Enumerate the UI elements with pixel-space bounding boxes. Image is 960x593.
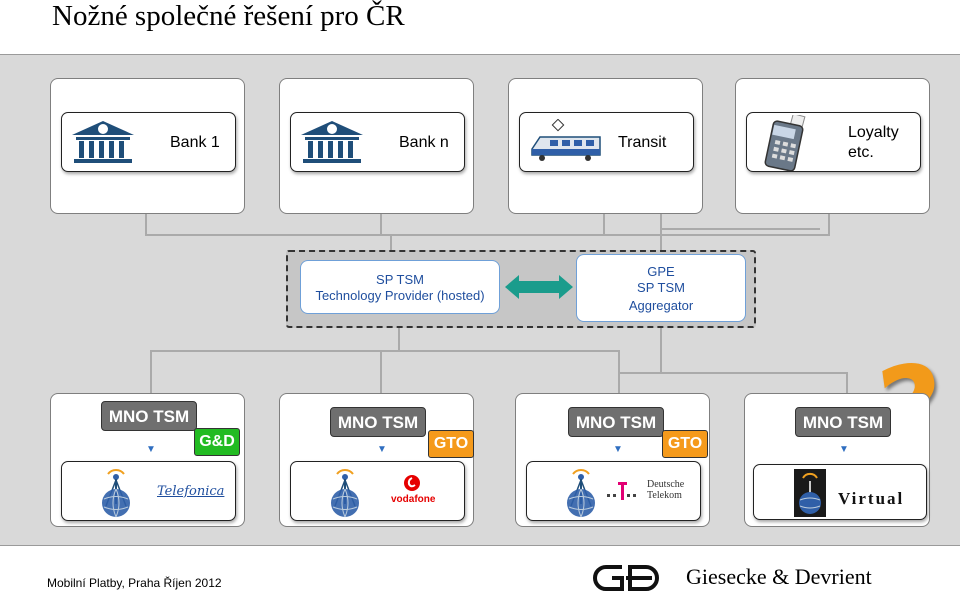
mno-tsm-label: MNO TSM — [330, 407, 426, 437]
connector-line — [846, 372, 848, 394]
sp-inner-bank-n: Bank n — [290, 112, 465, 172]
connector-line — [145, 214, 147, 236]
gpe-aggregator: Aggregator — [628, 298, 694, 313]
sp-card-loyalty[interactable]: Loyalty etc. — [735, 78, 930, 214]
gd-logo-icon — [593, 565, 659, 591]
connector-line — [380, 214, 382, 236]
sp-tsm-subtitle: Technology Provider (hosted) — [315, 288, 485, 303]
mno-tsm-label: MNO TSM — [795, 407, 891, 437]
operator-telekom-line1: Deutsche — [647, 479, 685, 490]
mno-operator-box: Virtual — [753, 464, 927, 520]
bank-icon — [301, 121, 363, 163]
mno-tag-gto: GTO — [662, 430, 708, 458]
footer-brand: Giesecke & Devrient — [686, 564, 872, 589]
connector-line — [603, 214, 605, 236]
antenna-globe-icon — [102, 469, 130, 518]
sp-label-bank-n: Bank n — [399, 134, 449, 151]
connector-line — [150, 350, 152, 394]
connector-line — [150, 350, 620, 352]
gpe-sp-tsm: SP TSM — [637, 280, 685, 295]
gpe-box[interactable]: GPE SP TSM Aggregator — [576, 254, 746, 322]
mno-card-vodafone[interactable]: MNO TSM GTO ▼ vodafone — [279, 393, 474, 527]
down-arrow-icon: ▼ — [377, 444, 387, 455]
down-arrow-icon: ▼ — [613, 444, 623, 455]
double-arrow-icon — [505, 275, 573, 299]
mno-tsm-label: MNO TSM — [568, 407, 664, 437]
connector-line — [660, 320, 662, 372]
sp-label-transit: Transit — [618, 134, 667, 151]
sp-tsm-title: SP TSM — [376, 272, 424, 287]
down-arrow-icon: ▼ — [839, 444, 849, 455]
bank-icon — [72, 121, 134, 163]
mno-tag-gd: G&D — [194, 428, 240, 456]
sp-card-transit[interactable]: Transit — [508, 78, 703, 214]
antenna-globe-icon — [331, 469, 359, 518]
connector-line — [828, 214, 830, 236]
connector-line — [398, 326, 400, 352]
mno-tag-gto: GTO — [428, 430, 474, 458]
mno-operator-box: Deutsche Telekom — [526, 461, 701, 521]
connector-line — [380, 350, 382, 394]
sp-tsm-box[interactable]: SP TSM Technology Provider (hosted) — [300, 260, 500, 314]
operator-vodafone: vodafone — [391, 494, 436, 505]
antenna-globe-dark-icon — [794, 469, 826, 517]
sp-card-bank-1[interactable]: Bank 1 — [50, 78, 245, 214]
mno-card-telekom[interactable]: MNO TSM GTO ▼ Deutsche Telekom — [515, 393, 710, 527]
operator-telekom-line2: Telekom — [647, 490, 682, 501]
sp-inner-loyalty: Loyalty etc. — [746, 112, 921, 172]
mno-card-virtual[interactable]: MNO TSM ▼ Virtual — [744, 393, 930, 527]
gpe-title: GPE — [647, 264, 675, 279]
sp-card-bank-n[interactable]: Bank n — [279, 78, 474, 214]
connector-line — [618, 372, 848, 374]
operator-virtual: Virtual — [838, 489, 905, 508]
connector-line — [145, 234, 830, 236]
sp-label-loyalty: Loyalty — [848, 124, 899, 141]
down-arrow-icon: ▼ — [146, 444, 156, 455]
connector-line — [660, 214, 662, 256]
antenna-globe-icon — [567, 469, 595, 518]
vodafone-logo-icon — [404, 475, 420, 491]
sp-inner-transit: Transit — [519, 112, 694, 172]
mno-card-telefonica[interactable]: MNO TSM G&D ▼ Telefonica — [50, 393, 245, 527]
mno-tsm-label: MNO TSM — [101, 401, 197, 431]
sp-label-bank-1: Bank 1 — [170, 134, 220, 151]
connector-line — [660, 228, 820, 230]
mno-operator-box: vodafone — [290, 461, 465, 521]
operator-telefonica: Telefonica — [157, 484, 225, 499]
telekom-logo-icon — [607, 482, 636, 500]
slide-title: Nožné společné řešení pro ČR — [52, 0, 405, 32]
payment-terminal-icon — [764, 115, 806, 171]
footer-caption: Mobilní Platby, Praha Říjen 2012 — [47, 576, 222, 590]
train-icon — [531, 119, 601, 161]
sp-inner-bank-1: Bank 1 — [61, 112, 236, 172]
mno-operator-box: Telefonica — [61, 461, 236, 521]
connector-line — [390, 236, 392, 262]
sp-label-etc: etc. — [848, 144, 874, 161]
